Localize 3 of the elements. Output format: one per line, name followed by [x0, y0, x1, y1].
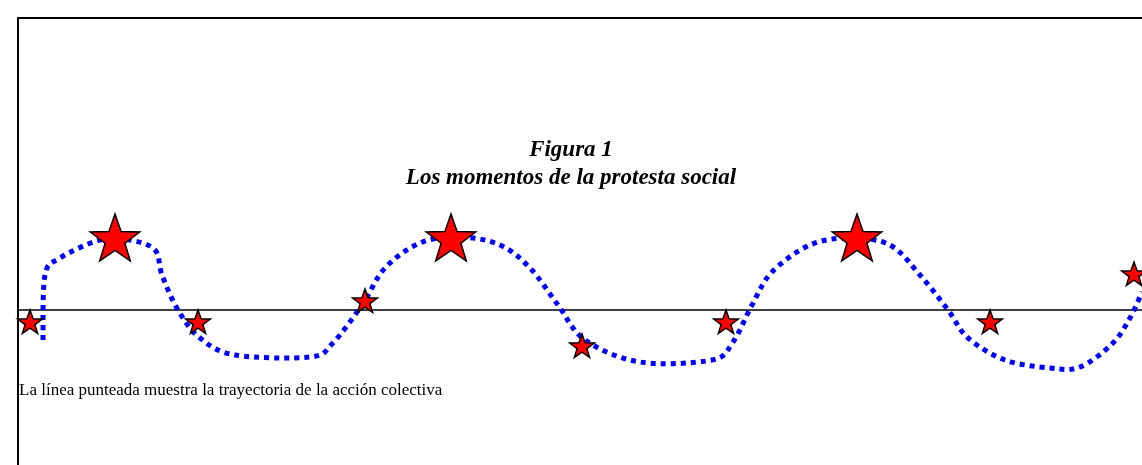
figure-number: Figura 1 [529, 135, 613, 163]
figure-title: Los momentos de la protesta social [405, 163, 737, 191]
caption: La línea punteada muestra la trayectoria de la acción colectiva [19, 379, 443, 401]
